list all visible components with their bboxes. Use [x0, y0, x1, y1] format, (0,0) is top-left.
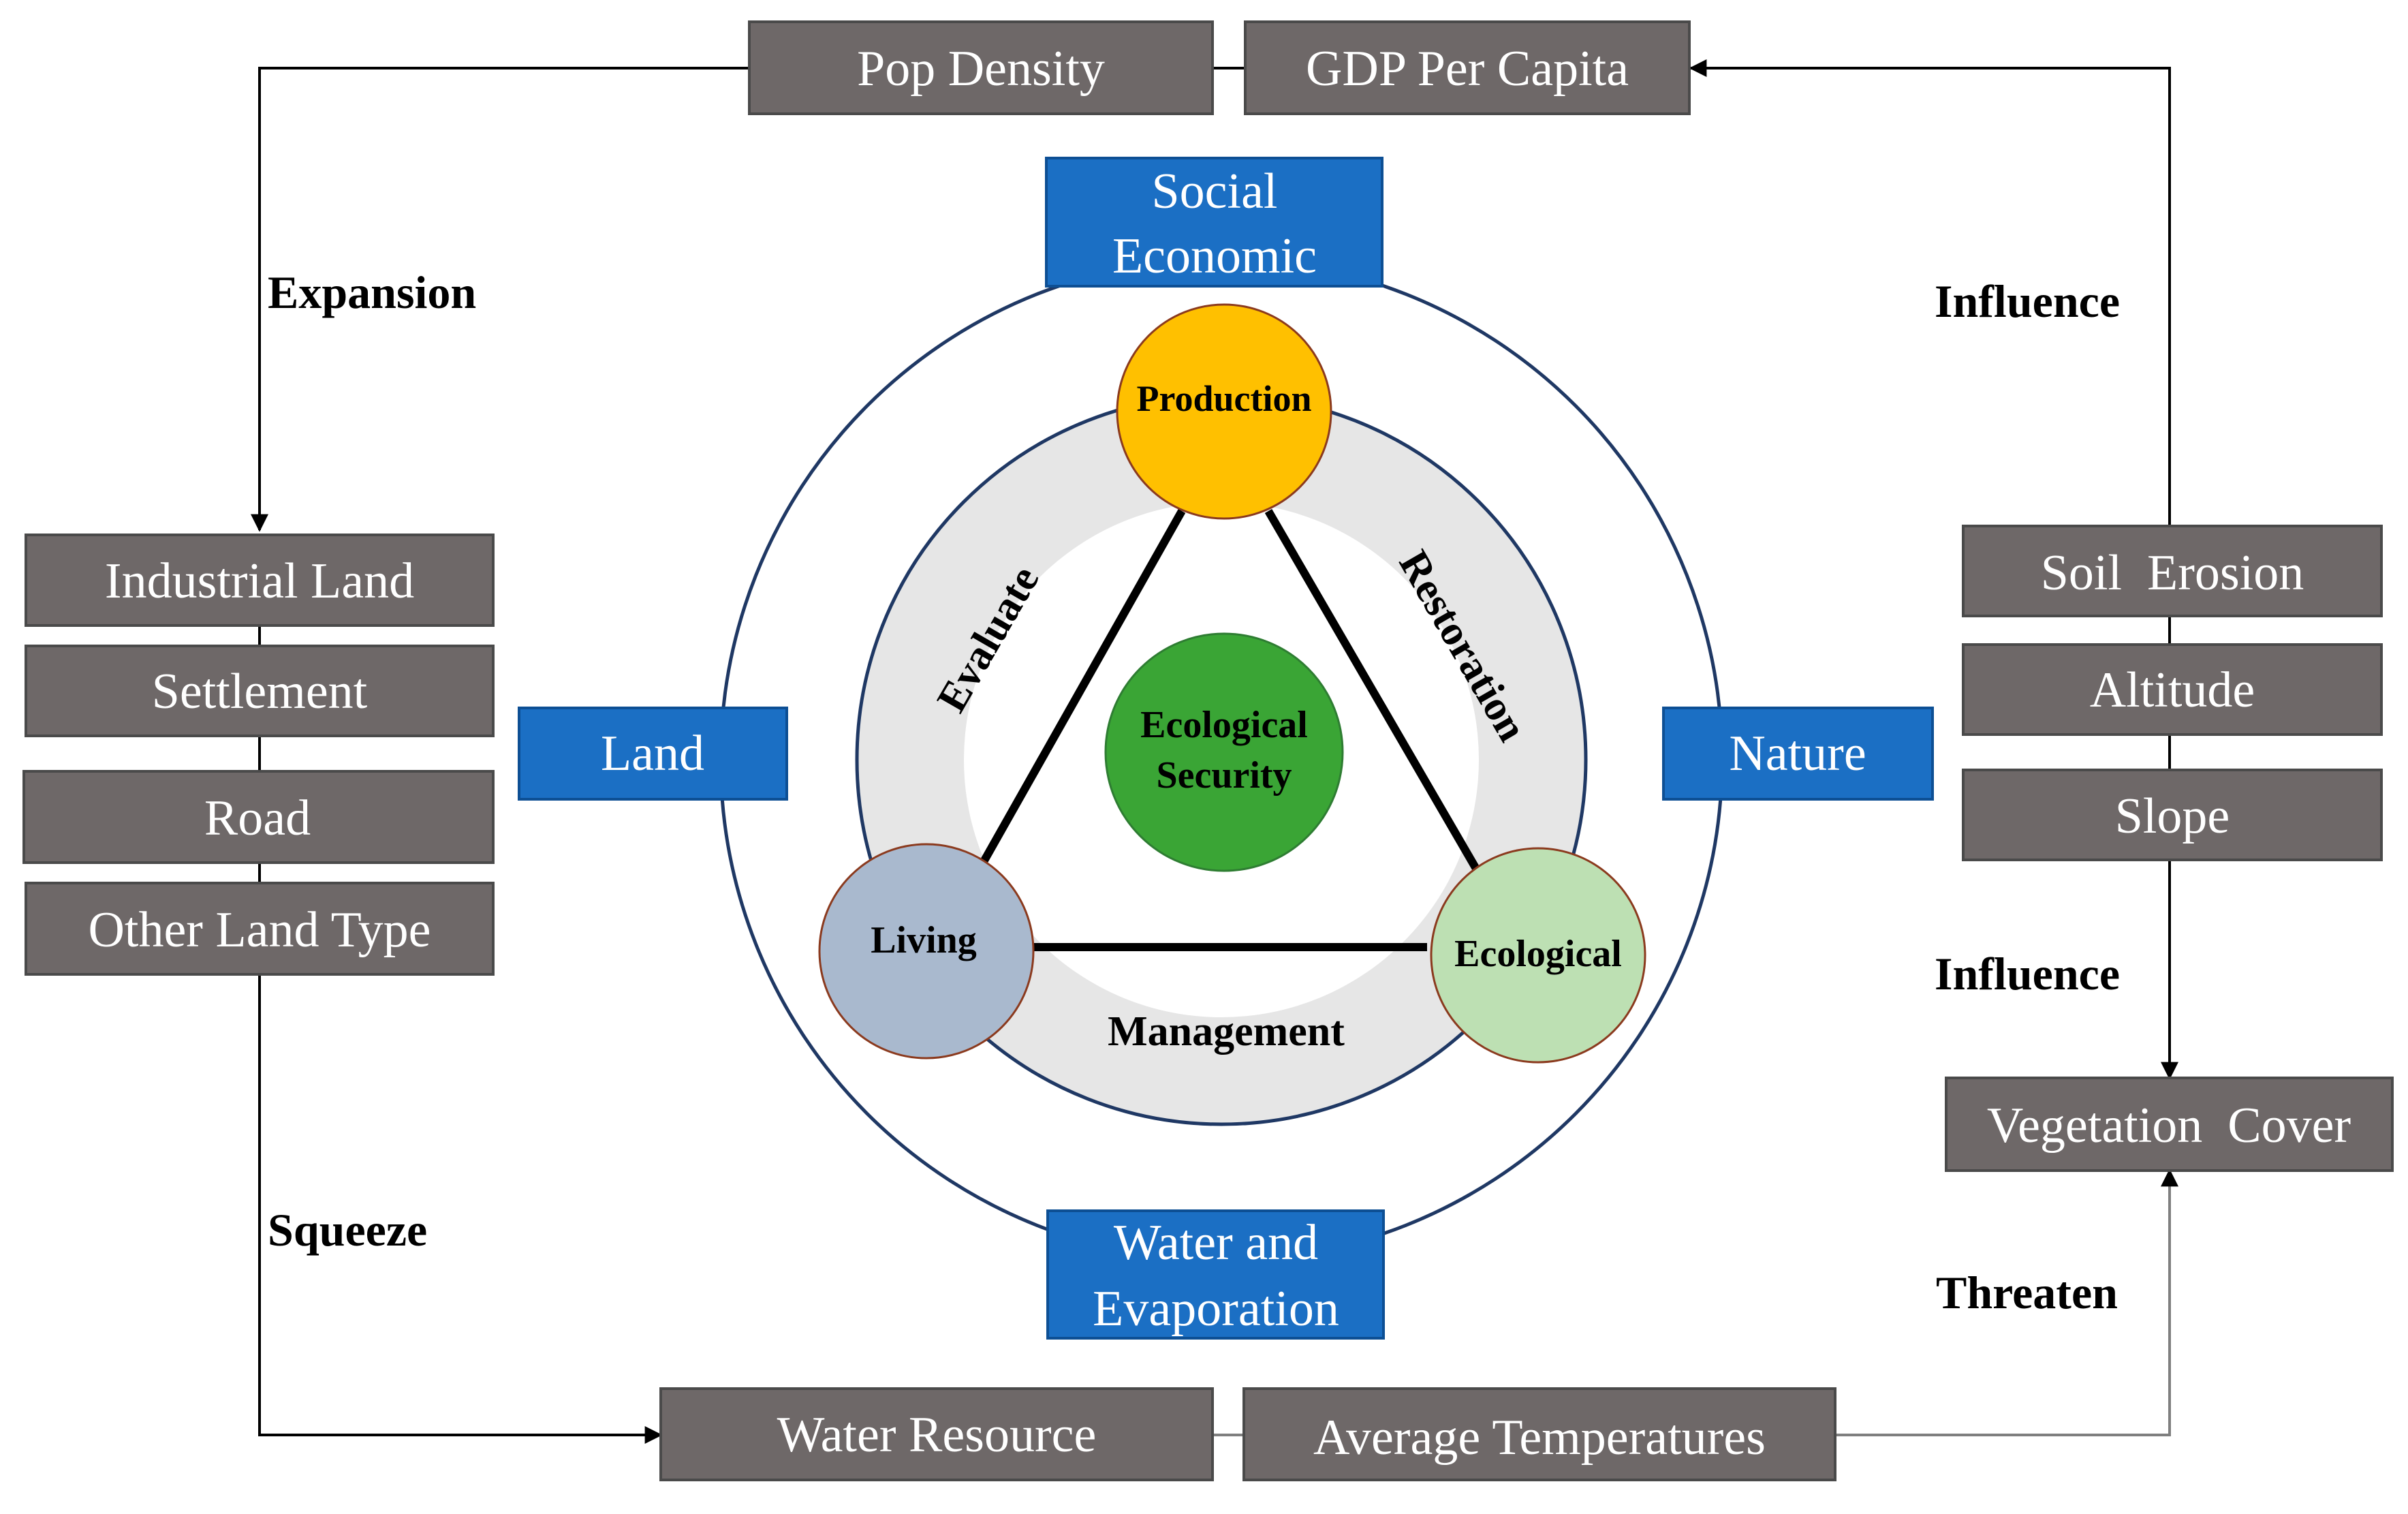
- water-resource-label: Water Resource: [777, 1407, 1097, 1463]
- influence-top-arrow: [1689, 59, 2171, 526]
- living-label: Living: [871, 919, 977, 961]
- social-economic-box: Social Economic: [1045, 157, 1383, 288]
- pop-density-box: Pop Density: [748, 20, 1214, 115]
- social-label-1: Social: [1152, 164, 1278, 219]
- left-item-0: Industrial Land: [105, 553, 414, 609]
- connectors: [251, 59, 2178, 1444]
- influence-bottom-label: Influence: [1935, 948, 2120, 1000]
- left-item-2: Road: [204, 790, 311, 846]
- threaten-arrow: [1835, 1169, 2178, 1436]
- left-item-3: Other Land Type: [88, 902, 431, 958]
- squeeze-label: Squeeze: [268, 1204, 427, 1256]
- land-box: Land: [518, 707, 788, 801]
- gdp-label: GDP Per Capita: [1306, 41, 1629, 97]
- security-node: Ecological Security: [1104, 632, 1344, 872]
- industrial-land-box: Industrial Land: [25, 534, 495, 627]
- road-box: Road: [22, 770, 495, 864]
- vegetation-cover-box: Vegetation Cover: [1945, 1077, 2394, 1172]
- right-item-1: Altitude: [2090, 662, 2255, 718]
- left-item-1: Settlement: [152, 664, 368, 720]
- ecological-label: Ecological: [1454, 933, 1622, 975]
- security-label-2: Security: [1156, 754, 1292, 797]
- water-label-1: Water and: [1114, 1215, 1318, 1271]
- squeeze-arrow: [258, 974, 663, 1444]
- nature-label: Nature: [1729, 726, 1866, 782]
- threaten-label: Threaten: [1936, 1267, 2118, 1318]
- gdp-box: GDP Per Capita: [1244, 20, 1691, 115]
- pop-density-label: Pop Density: [857, 41, 1105, 97]
- production-label: Production: [1136, 378, 1311, 419]
- land-label: Land: [601, 726, 704, 782]
- water-label-2: Evaporation: [1093, 1281, 1339, 1337]
- other-land-type-box: Other Land Type: [25, 882, 495, 976]
- management-label: Management: [1108, 1008, 1345, 1055]
- avg-temp-label: Average Temperatures: [1313, 1410, 1766, 1466]
- right-item-0: Soil Erosion: [2041, 545, 2304, 601]
- expansion-label: Expansion: [268, 266, 476, 318]
- expansion-arrow: [251, 67, 749, 532]
- water-resource-box: Water Resource: [659, 1387, 1214, 1481]
- altitude-box: Altitude: [1962, 643, 2383, 736]
- right-item-2: Slope: [2115, 788, 2230, 844]
- avg-temp-box: Average Temperatures: [1242, 1387, 1836, 1481]
- living-node: Living: [818, 843, 1035, 1060]
- security-label-1: Ecological: [1140, 704, 1308, 746]
- ecological-node: Ecological: [1430, 847, 1646, 1064]
- influence-top-label: Influence: [1935, 275, 2120, 327]
- production-node: Production: [1116, 303, 1332, 520]
- vegetation-label: Vegetation Cover: [1987, 1098, 2351, 1154]
- triangle-edge-right: [1264, 508, 1480, 871]
- nature-box: Nature: [1662, 707, 1934, 801]
- water-evaporation-box: Water and Evaporation: [1046, 1209, 1385, 1340]
- soil-erosion-box: Soil Erosion: [1962, 525, 2383, 617]
- social-label-2: Economic: [1112, 228, 1317, 284]
- settlement-box: Settlement: [25, 645, 495, 737]
- slope-box: Slope: [1962, 769, 2383, 861]
- triangle-edge-left: [975, 509, 1186, 872]
